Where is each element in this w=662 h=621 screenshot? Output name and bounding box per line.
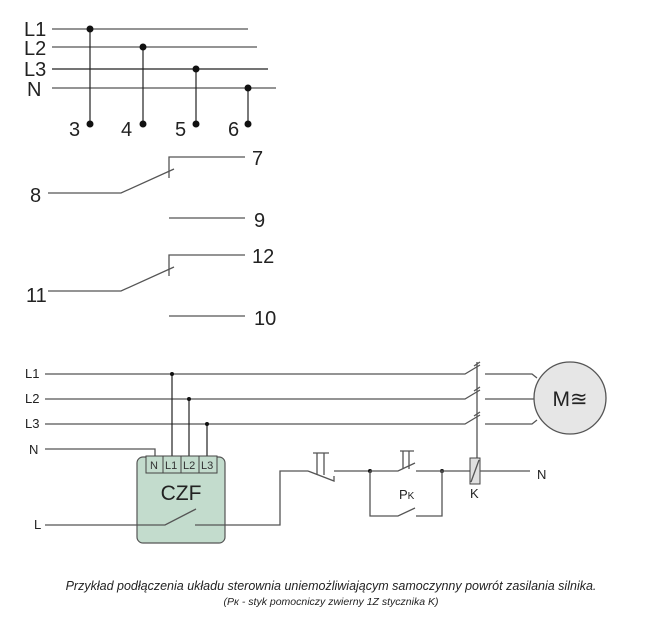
junction-l3 [192,65,200,73]
junction-l1 [86,25,94,33]
schematic-bus-l1 [45,364,481,375]
czf-terminal-label-n: N [150,460,158,472]
bus-label-n: N [27,79,41,101]
schematic: L1 L2 L3 N L M≊ [25,361,607,544]
czf-device-label: CZF [161,482,202,505]
relay-contact-1: 8 7 9 [30,148,265,232]
pk-contact-left [369,471,416,517]
terminal-dot-5 [192,120,200,128]
pk-label-sub: K [408,491,415,502]
terminal-label-3: 3 [69,119,80,141]
coil-label: K [470,486,479,501]
pk-label-main: P [399,487,408,502]
start-button-actuator-icon [400,450,414,469]
schematic-label-l3: L3 [25,416,39,431]
terminal-dot-6 [244,120,252,128]
junction-czf-l3 [205,422,209,426]
relay1-common-arm [48,168,175,194]
phase-block: L1 L2 L3 N 3 4 5 6 [24,19,276,141]
relay1-nc-label: 9 [254,210,265,232]
motor-feed-1 [485,373,538,379]
relay2-no-contact [168,254,245,276]
stop-button-actuator-icon [313,452,329,475]
terminal-label-4: 4 [121,119,132,141]
terminal-dot-4 [139,120,147,128]
start-pushbutton [370,450,470,472]
terminal-label-6: 6 [228,119,239,141]
bus-label-l2: L2 [24,38,46,60]
schematic-bus-l3 [45,414,481,425]
stop-contact [307,470,335,482]
motor-feed-3 [485,419,538,425]
czf-terminal-l3 [198,455,218,474]
czf-tap-n [45,448,156,456]
junction-l2 [139,43,147,51]
caption-line-1: Przykład podłączenia układu sterownia un… [65,579,597,593]
pk-contact-right [416,471,443,517]
bus-label-l3: L3 [24,59,46,81]
junction-n [244,84,252,92]
relay2-nc-label: 10 [254,308,276,330]
contactor-coil-k: K N [469,457,546,501]
pk-label: PK [399,487,415,502]
relay2-common-label: 11 [26,285,47,307]
relay1-no-contact [168,156,245,178]
auxiliary-contact-pk: PK [369,471,443,517]
czf-output-line [195,470,308,526]
junction-czf-l2 [187,397,191,401]
relay1-common-label: 8 [30,185,41,207]
terminal-label-5: 5 [175,119,186,141]
schematic-label-l: L [34,517,41,532]
schematic-bus-l2 [45,389,481,400]
neutral-label: N [537,467,546,482]
motor-label: M≊ [552,388,587,411]
coil-diagonal [470,459,480,483]
czf-terminal-label-l1: L1 [165,460,177,472]
czf-terminal-label-l3: L3 [201,460,213,472]
relay-contact-2: 11 12 10 [26,246,276,330]
bus-label-l1: L1 [24,19,46,41]
stop-pushbutton [307,452,370,482]
schematic-label-n: N [29,442,38,457]
relay1-no-label: 7 [252,148,263,170]
schematic-label-l2: L2 [25,391,39,406]
junction-czf-l1 [170,372,174,376]
relay2-no-label: 12 [252,246,274,268]
schematic-label-l1: L1 [25,366,39,381]
czf-internal-contact [45,508,197,526]
start-contact [370,462,416,472]
caption-line-2: (Pк - styk pomocniczy zwierny 1Z styczni… [223,596,439,608]
terminal-dot-3 [86,120,94,128]
motor [533,361,607,435]
czf-terminal-block: N L1 L2 L3 [145,455,218,474]
relay2-common-arm [48,266,175,292]
czf-terminal-label-l2: L2 [183,460,195,472]
